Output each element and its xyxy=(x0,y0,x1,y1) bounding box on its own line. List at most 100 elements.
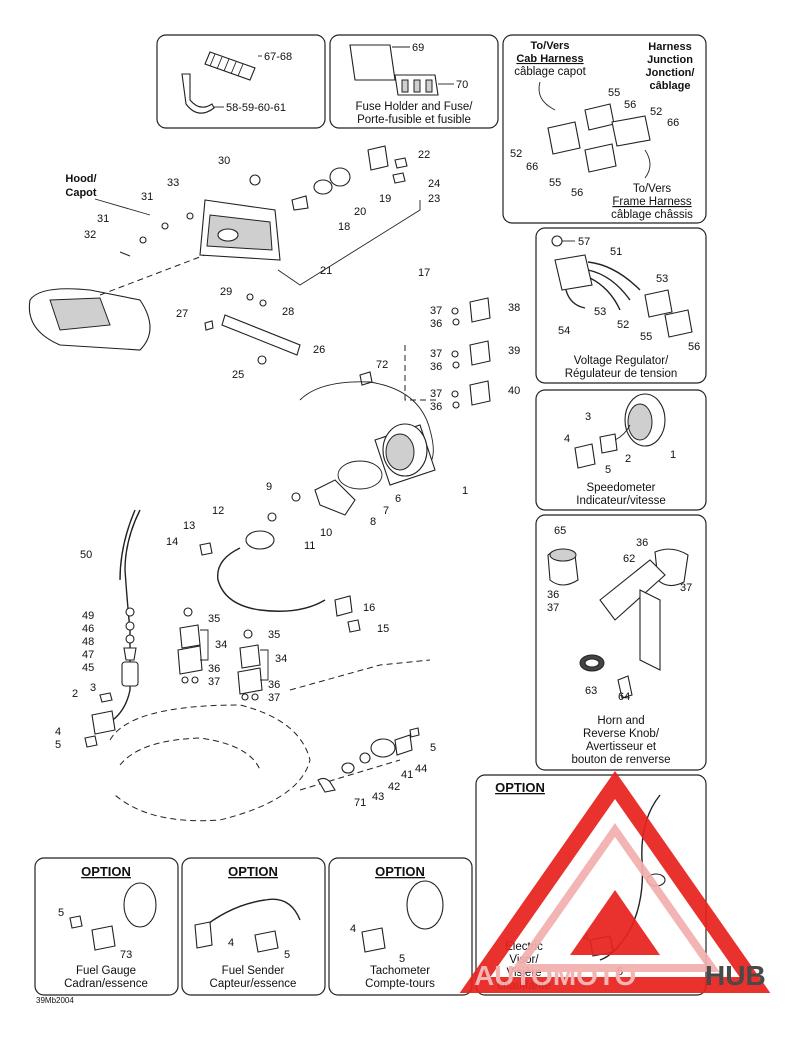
callout-31a: 31 xyxy=(141,191,153,203)
callout-23: 23 xyxy=(428,193,440,205)
tach-caption-fr: Compte-tours xyxy=(365,978,435,990)
hj-callout-66b: 66 xyxy=(526,161,538,173)
fuel-sender-caption-fr: Capteur/essence xyxy=(210,978,297,990)
hj-callout-56a: 56 xyxy=(624,99,636,111)
callout-36a: 36 xyxy=(430,318,442,330)
callout-34b: 34 xyxy=(275,653,287,665)
hk-callout-36a: 36 xyxy=(636,537,648,549)
callout-45: 45 xyxy=(82,662,94,674)
hk-callout-36b: 36 xyxy=(547,589,559,601)
fuse-caption-en: Fuse Holder and Fuse/ xyxy=(356,101,474,113)
cablage-capot-label: câblage capot xyxy=(514,66,586,78)
callout-14: 14 xyxy=(166,536,178,548)
lower-frame-assembly: 5 44 41 42 43 71 xyxy=(109,659,436,822)
vr-callout-54: 54 xyxy=(558,325,570,337)
fuel-gauge-caption-fr: Cadran/essence xyxy=(64,978,148,990)
callout-71: 71 xyxy=(354,797,366,809)
callout-37a: 37 xyxy=(430,305,442,317)
callout-9: 9 xyxy=(266,481,272,493)
fg-callout-5: 5 xyxy=(58,907,64,919)
callout-6: 6 xyxy=(395,493,401,505)
hood-label-en: Hood/ xyxy=(65,173,96,185)
hood-label-fr: Capot xyxy=(65,187,97,199)
vr-callout-52: 52 xyxy=(617,319,629,331)
hood-assembly: Hood/ Capot 30 33 31 31 32 22 24 23 19 2… xyxy=(28,145,440,351)
cab-harness-label: Cab Harness xyxy=(516,53,583,65)
option-fuel-sender-title: OPTION xyxy=(228,864,278,879)
callout-28: 28 xyxy=(282,306,294,318)
inset-speedometer: 3 4 2 5 1 Speedometer Indicateur/vitesse xyxy=(535,389,707,511)
callout-34a: 34 xyxy=(215,639,227,651)
callout-18: 18 xyxy=(338,221,350,233)
callout-2: 2 xyxy=(72,688,78,700)
inset-option-fuel-sender: OPTION 4 5 Fuel Sender Capteur/essence xyxy=(181,857,326,996)
bracket-assembly: 29 28 27 26 25 xyxy=(176,286,325,381)
hk-callout-65: 65 xyxy=(554,525,566,537)
callout-37b: 37 xyxy=(430,348,442,360)
horn-caption-2: Reverse Knob/ xyxy=(583,728,660,740)
vr-callout-53b: 53 xyxy=(594,306,606,318)
harness-junction-3: Jonction/ xyxy=(646,67,695,79)
callout-24: 24 xyxy=(428,178,440,190)
watermark-text-hub: HUB xyxy=(705,960,766,991)
callout-69: 69 xyxy=(412,42,424,54)
vr-callout-55: 55 xyxy=(640,331,652,343)
to-vers-bottom: To/Vers xyxy=(633,183,672,195)
inset-harness-junction: To/Vers Cab Harness câblage capot Harnes… xyxy=(502,34,707,224)
hk-callout-37a: 37 xyxy=(680,582,692,594)
callout-67-68: 67-68 xyxy=(264,51,292,63)
callout-37d: 37 xyxy=(208,676,220,688)
callout-10: 10 xyxy=(320,527,332,539)
tach-caption-en: Tachometer xyxy=(370,965,430,977)
option-fuel-gauge-title: OPTION xyxy=(81,864,131,879)
fuse-caption-fr: Porte-fusible et fusible xyxy=(357,114,471,126)
callout-33: 33 xyxy=(167,177,179,189)
vr-callout-53a: 53 xyxy=(656,273,668,285)
vreg-caption-en: Voltage Regulator/ xyxy=(574,355,669,367)
harness-junction-2: Junction xyxy=(647,54,693,66)
callout-20: 20 xyxy=(354,206,366,218)
callout-44: 44 xyxy=(415,763,427,775)
callout-4: 4 xyxy=(55,726,61,738)
callout-35a: 35 xyxy=(208,613,220,625)
callout-37e: 37 xyxy=(268,692,280,704)
hk-callout-64: 64 xyxy=(618,691,630,703)
callout-43: 43 xyxy=(372,791,384,803)
callout-3: 3 xyxy=(90,682,96,694)
callout-35b: 35 xyxy=(268,629,280,641)
hj-callout-52a: 52 xyxy=(650,106,662,118)
horn-caption-1: Horn and xyxy=(597,715,644,727)
callout-58-61: 58-59-60-61 xyxy=(226,102,286,114)
hj-callout-52b: 52 xyxy=(510,148,522,160)
vreg-caption-fr: Régulateur de tension xyxy=(565,368,678,380)
callout-31b: 31 xyxy=(97,213,109,225)
callout-29: 29 xyxy=(220,286,232,298)
harness-junction-1: Harness xyxy=(648,41,691,53)
callout-19: 19 xyxy=(379,193,391,205)
callout-36e: 36 xyxy=(268,679,280,691)
callout-8: 8 xyxy=(370,516,376,528)
inset-fuse-holder: 69 70 Fuse Holder and Fuse/ Porte-fusibl… xyxy=(329,34,499,129)
hk-callout-63: 63 xyxy=(585,685,597,697)
callout-39: 39 xyxy=(508,345,520,357)
callout-38: 38 xyxy=(508,302,520,314)
sp-callout-4: 4 xyxy=(564,433,570,445)
option-tachometer-title: OPTION xyxy=(375,864,425,879)
inset-option-fuel-gauge: OPTION 5 73 Fuel Gauge Cadran/essence xyxy=(34,857,179,996)
speedo-caption-en: Speedometer xyxy=(586,482,655,494)
speedo-caption-fr: Indicateur/vitesse xyxy=(576,495,666,507)
callout-15: 15 xyxy=(377,623,389,635)
cablage-chassis-label: câblage châssis xyxy=(611,209,693,221)
callout-5: 5 xyxy=(55,739,61,751)
callout-49: 49 xyxy=(82,610,94,622)
hk-callout-37b: 37 xyxy=(547,602,559,614)
to-vers-top: To/Vers xyxy=(531,40,570,52)
automotohub-watermark-logo: AUTOMOTO HUB xyxy=(459,771,771,993)
inset-horn-reverse-knob: 65 36 62 37 36 37 63 64 Horn and Reverse… xyxy=(535,514,707,771)
callout-32: 32 xyxy=(84,229,96,241)
callout-5b: 5 xyxy=(430,742,436,754)
callout-48: 48 xyxy=(82,636,94,648)
watermark-text-automoto: AUTOMOTO xyxy=(474,960,636,991)
vr-callout-56: 56 xyxy=(688,341,700,353)
callout-72: 72 xyxy=(376,359,388,371)
